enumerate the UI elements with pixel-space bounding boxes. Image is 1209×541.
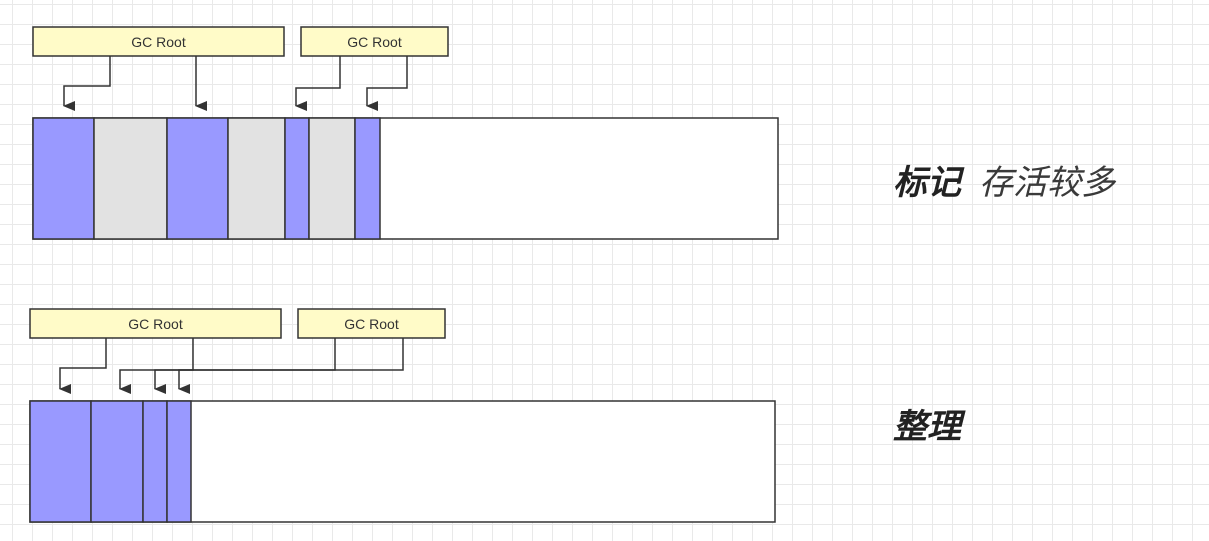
- mark-phase-caption: 标记存活较多: [893, 166, 1115, 200]
- mark-phase-panel: GC Root GC Root: [32, 26, 779, 240]
- live-object-block: [354, 117, 381, 240]
- live-object-block: [284, 117, 310, 240]
- live-object-block: [90, 400, 144, 523]
- reference-arrows: [59, 338, 404, 394]
- compact-phase-caption: 整理: [893, 410, 961, 444]
- gc-root-label: GC Root: [128, 316, 183, 332]
- heap-memory-strip: [29, 400, 776, 523]
- dead-object-block: [227, 117, 286, 240]
- gc-root-box-4: GC Root: [297, 308, 446, 339]
- live-object-block: [166, 117, 229, 240]
- reference-arrow: [154, 338, 336, 394]
- gc-root-box-1: GC Root: [32, 26, 285, 57]
- reference-arrow: [178, 338, 404, 394]
- reference-arrow: [119, 338, 194, 394]
- reference-arrow: [59, 338, 107, 394]
- reference-arrow: [63, 56, 111, 111]
- mark-phase-title: 标记: [893, 163, 961, 203]
- gc-root-label: GC Root: [131, 34, 186, 50]
- compact-phase-title: 整理: [893, 407, 961, 447]
- gc-root-box-3: GC Root: [29, 308, 282, 339]
- reference-arrows: [63, 56, 408, 111]
- mark-phase-note: 存活较多: [979, 163, 1115, 203]
- live-object-block: [32, 117, 95, 240]
- reference-arrow: [366, 56, 408, 111]
- live-object-block: [142, 400, 168, 523]
- dead-object-block: [308, 117, 356, 240]
- compact-phase-panel: GC Root GC Root: [29, 308, 776, 523]
- dead-object-block: [93, 117, 168, 240]
- heap-memory-strip: [32, 117, 779, 240]
- gc-root-label: GC Root: [347, 34, 402, 50]
- gc-root-box-2: GC Root: [300, 26, 449, 57]
- reference-arrow: [295, 56, 341, 111]
- gc-root-label: GC Root: [344, 316, 399, 332]
- live-object-block: [29, 400, 92, 523]
- live-object-block: [166, 400, 192, 523]
